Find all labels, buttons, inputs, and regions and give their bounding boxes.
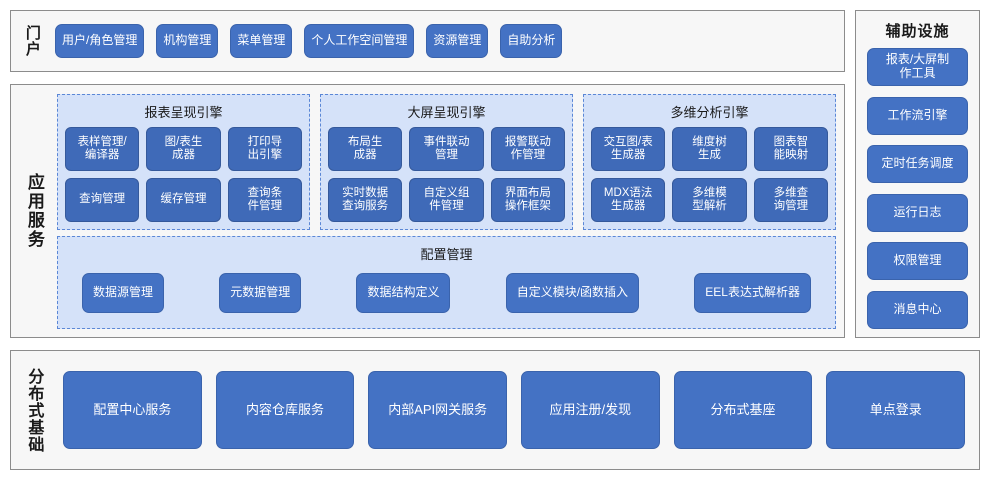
aux-facilities-list: 报表/大屏制 作工具 工作流引擎 定时任务调度 运行日志 权限管理 消息中心 — [867, 48, 968, 329]
engine-grid-report: 表样管理/ 编译器 图/表生 成器 打印导 出引擎 查询管理 缓存管理 查询条 … — [65, 127, 302, 222]
config-item-eel-parser[interactable]: EEL表达式解析器 — [694, 273, 811, 313]
portal-item-workspace[interactable]: 个人工作空间管理 — [304, 24, 415, 58]
dist-item-app-registry[interactable]: 应用注册/发现 — [521, 371, 660, 449]
distributed-foundation-section: 分布式基础 配置中心服务 内容仓库服务 内部API网关服务 应用注册/发现 分布… — [10, 350, 980, 470]
config-management-row: 数据源管理 元数据管理 数据结构定义 自定义模块/函数插入 EEL表达式解析器 — [68, 270, 825, 318]
engine-grid-olap: 交互图/表 生成器 维度树 生成 图表智 能映射 MDX语法 生成器 多维模 型… — [591, 127, 828, 222]
engine-olap-item-model-parse[interactable]: 多维模 型解析 — [672, 178, 747, 222]
aux-item-scheduled-task[interactable]: 定时任务调度 — [867, 145, 968, 184]
engine-panel-bigscreen: 大屏呈现引擎 布局生 成器 事件联动 管理 报警联动 作管理 实时数据 查询服务… — [320, 94, 573, 230]
portal-section: 门户 用户/角色管理 机构管理 菜单管理 个人工作空间管理 资源管理 自助分析 — [10, 10, 845, 72]
aux-facilities-title: 辅助设施 — [885, 23, 950, 40]
engine-panel-olap: 多维分析引擎 交互图/表 生成器 维度树 生成 图表智 能映射 MDX语法 生成… — [583, 94, 836, 230]
engine-bigscreen-item-ui-layout-framework[interactable]: 界面布局 操作框架 — [490, 178, 565, 222]
portal-item-user-role[interactable]: 用户/角色管理 — [55, 24, 145, 58]
engine-grid-bigscreen: 布局生 成器 事件联动 管理 报警联动 作管理 实时数据 查询服务 自定义组 件… — [328, 127, 565, 222]
engine-title-bigscreen: 大屏呈现引擎 — [407, 105, 486, 120]
engine-panels: 报表呈现引擎 表样管理/ 编译器 图/表生 成器 打印导 出引擎 查询管理 缓存… — [57, 94, 836, 230]
aux-item-workflow-engine[interactable]: 工作流引擎 — [867, 96, 968, 135]
engine-olap-item-chart-mapping[interactable]: 图表智 能映射 — [753, 127, 828, 171]
portal-button-row: 用户/角色管理 机构管理 菜单管理 个人工作空间管理 资源管理 自助分析 — [55, 11, 838, 71]
distributed-foundation-row: 配置中心服务 内容仓库服务 内部API网关服务 应用注册/发现 分布式基座 单点… — [57, 351, 971, 469]
engine-report-item-print-export[interactable]: 打印导 出引擎 — [227, 127, 302, 171]
engine-bigscreen-item-alarm-action[interactable]: 报警联动 作管理 — [490, 127, 565, 171]
portal-item-menu[interactable]: 菜单管理 — [230, 24, 293, 58]
portal-item-self-service[interactable]: 自助分析 — [500, 24, 563, 58]
aux-item-runtime-log[interactable]: 运行日志 — [867, 193, 968, 232]
engine-olap-item-mdx-generator[interactable]: MDX语法 生成器 — [591, 178, 666, 222]
engine-report-item-query-condition[interactable]: 查询条 件管理 — [227, 178, 302, 222]
aux-item-permission[interactable]: 权限管理 — [867, 242, 968, 281]
engine-panel-report: 报表呈现引擎 表样管理/ 编译器 图/表生 成器 打印导 出引擎 查询管理 缓存… — [57, 94, 310, 230]
config-item-metadata[interactable]: 元数据管理 — [219, 273, 302, 313]
engine-report-item-query-mgmt[interactable]: 查询管理 — [65, 178, 140, 222]
engine-bigscreen-item-layout-generator[interactable]: 布局生 成器 — [328, 127, 403, 171]
config-item-custom-module[interactable]: 自定义模块/函数插入 — [505, 273, 640, 313]
engine-title-olap: 多维分析引擎 — [670, 105, 749, 120]
aux-item-report-screen-tool[interactable]: 报表/大屏制 作工具 — [867, 48, 968, 86]
engine-report-item-chart-generator[interactable]: 图/表生 成器 — [146, 127, 221, 171]
engine-bigscreen-item-event-linkage[interactable]: 事件联动 管理 — [409, 127, 484, 171]
dist-item-api-gateway[interactable]: 内部API网关服务 — [368, 371, 508, 449]
config-item-data-structure[interactable]: 数据结构定义 — [356, 273, 451, 313]
aux-item-message-center[interactable]: 消息中心 — [867, 290, 968, 329]
engine-report-item-cache-mgmt[interactable]: 缓存管理 — [146, 178, 221, 222]
engine-bigscreen-item-realtime-query[interactable]: 实时数据 查询服务 — [328, 178, 403, 222]
config-management-title: 配置管理 — [420, 247, 473, 262]
aux-facilities-section: 辅助设施 报表/大屏制 作工具 工作流引擎 定时任务调度 运行日志 权限管理 消… — [855, 10, 980, 338]
config-item-datasource[interactable]: 数据源管理 — [82, 273, 165, 313]
portal-item-org[interactable]: 机构管理 — [156, 24, 219, 58]
portal-item-resource[interactable]: 资源管理 — [426, 24, 489, 58]
engine-olap-item-dimension-tree[interactable]: 维度树 生成 — [672, 127, 747, 171]
dist-item-sso[interactable]: 单点登录 — [826, 371, 966, 449]
portal-section-label: 门户 — [23, 25, 41, 57]
application-service-section: 应用服务 报表呈现引擎 表样管理/ 编译器 图/表生 成器 打印导 出引擎 查询… — [10, 84, 845, 338]
dist-item-config-center[interactable]: 配置中心服务 — [63, 371, 202, 449]
engine-bigscreen-item-custom-component[interactable]: 自定义组 件管理 — [409, 178, 484, 222]
dist-item-content-repo[interactable]: 内容仓库服务 — [215, 371, 355, 449]
engine-title-report: 报表呈现引擎 — [144, 105, 223, 120]
engine-report-item-template-compiler[interactable]: 表样管理/ 编译器 — [65, 127, 140, 171]
application-service-label: 应用服务 — [24, 173, 44, 249]
engine-olap-item-query-mgmt[interactable]: 多维查 询管理 — [753, 178, 828, 222]
engine-olap-item-interactive-chart[interactable]: 交互图/表 生成器 — [591, 127, 666, 171]
distributed-foundation-label: 分布式基础 — [25, 367, 43, 453]
dist-item-distributed-base[interactable]: 分布式基座 — [673, 371, 813, 449]
config-management-panel: 配置管理 数据源管理 元数据管理 数据结构定义 自定义模块/函数插入 EEL表达… — [57, 236, 836, 329]
